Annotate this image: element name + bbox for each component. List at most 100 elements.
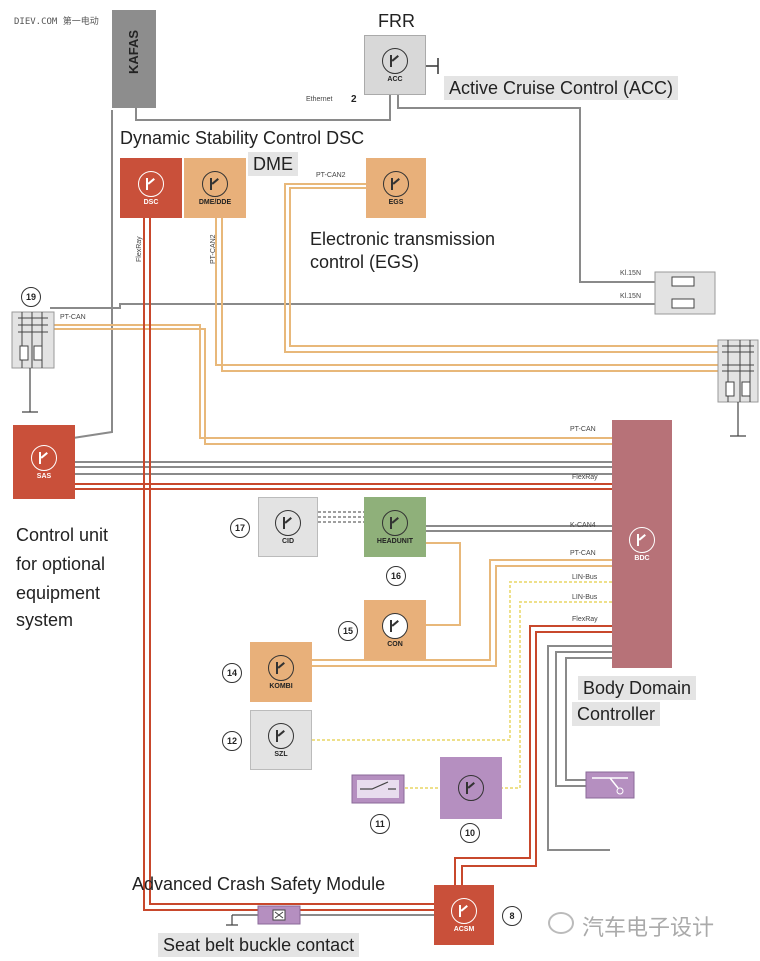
flexray-acsm-label: FlexRay	[572, 616, 598, 623]
egs-name: EGS	[388, 198, 404, 206]
kafas-label: KAFAS	[126, 29, 141, 74]
transistor-icon	[382, 509, 408, 536]
con-name: CON	[387, 640, 403, 648]
sas-description-3: equipment	[16, 583, 101, 603]
watermark: DIEV.COM 第一电动	[14, 17, 99, 27]
ethernet-label: Ethernet	[306, 96, 333, 103]
badge-15: 15	[338, 621, 358, 641]
sas-description-2: for optional	[16, 554, 106, 574]
controller-knob-icon	[382, 612, 408, 639]
badge-17: 17	[230, 518, 250, 538]
connector-right	[717, 339, 759, 437]
badge-10: 10	[460, 823, 480, 843]
headunit-name: HEADUNIT	[376, 537, 414, 545]
dme-unit: DME/DDE	[184, 158, 246, 218]
pt-can-hu-label: PT-CAN	[570, 550, 596, 557]
pt-can2-bus	[215, 183, 720, 372]
badge-16: 16	[386, 566, 406, 586]
cid-headunit-link	[318, 511, 364, 523]
badge-19: 19	[21, 287, 41, 307]
pt-can-lower	[312, 542, 612, 667]
sas-description-4: system	[16, 610, 74, 630]
sas-unit: SAS	[13, 425, 75, 499]
pt-can-bdc-label: PT-CAN	[570, 426, 596, 433]
cid-name: CID	[281, 537, 295, 545]
dsc-unit: DSC	[120, 158, 182, 218]
connector-left	[11, 311, 55, 413]
kl15n-line-2	[50, 303, 660, 309]
switch-bdc	[585, 771, 635, 799]
pt-can2-egs-label: PT-CAN2	[316, 172, 346, 179]
sas-name: SAS	[36, 472, 52, 480]
acc-name: ACC	[387, 75, 403, 83]
sas-bdc-buses	[75, 461, 612, 490]
brand-watermark: 汽车电子设计	[582, 916, 715, 941]
transistor-icon	[138, 170, 164, 197]
badge-11: 11	[370, 814, 390, 834]
frr-heading: FRR	[378, 11, 415, 31]
bdc-unit: BDC	[612, 420, 672, 668]
acc-side-line	[426, 58, 439, 74]
con-unit: CON	[364, 600, 426, 660]
bdc-description-1: Body Domain	[578, 676, 697, 700]
kafas-unit	[112, 10, 156, 108]
acc-description: Active Cruise Control (ACC)	[444, 76, 679, 100]
dsc-name: DSC	[143, 198, 159, 206]
szl-unit: SZL	[250, 710, 312, 770]
ethernet-count: 2	[351, 94, 357, 105]
badge-12: 12	[222, 731, 242, 751]
transistor-icon	[383, 170, 409, 197]
dsc-description: Dynamic Stability Control DSC	[120, 128, 365, 148]
seatbelt-description: Seat belt buckle contact	[158, 933, 360, 957]
egs-description-1: Electronic transmission	[310, 229, 496, 249]
badge-8: 8	[502, 906, 522, 926]
dsc-flexray	[143, 218, 434, 911]
kl15n-label-2: Kl.15N	[620, 293, 642, 300]
headunit-unit: HEADUNIT	[364, 497, 426, 557]
acsm-unit: ACSM	[434, 885, 494, 945]
egs-unit: EGS	[366, 158, 426, 218]
kl15n-label-1: Kl.15N	[620, 270, 642, 277]
transistor-icon	[31, 444, 57, 471]
egs-description-2: control (EGS)	[310, 252, 420, 272]
acsm-name: ACSM	[453, 925, 475, 933]
lin-bus-label-2: LIN-Bus	[572, 594, 598, 601]
pt-can-left-label: PT-CAN	[60, 314, 86, 321]
wechat-icon	[548, 912, 574, 934]
acsm-description: Advanced Crash Safety Module	[132, 874, 386, 894]
seatbelt-switch	[226, 905, 301, 926]
transistor-icon	[451, 897, 477, 924]
k-can4	[426, 525, 612, 532]
transistor-icon	[275, 509, 301, 536]
transistor-icon	[268, 654, 294, 681]
cid-unit: CID	[258, 497, 318, 557]
kombi-unit: KOMBI	[250, 642, 312, 702]
kl15n-relay	[654, 271, 716, 315]
flexray-dsc-label: FlexRay	[136, 236, 143, 262]
ethernet-link	[59, 95, 391, 441]
transistor-icon	[458, 775, 484, 801]
flexray-bdc-label: FlexRay	[572, 474, 598, 481]
switch-11	[351, 774, 405, 804]
dme-description: DME	[248, 152, 298, 176]
bdc-name: BDC	[634, 554, 650, 562]
badge-14: 14	[222, 663, 242, 683]
sas-description-1: Control unit	[16, 525, 109, 545]
bdc-description-2: Controller	[572, 702, 661, 726]
transistor-icon	[629, 526, 655, 553]
transistor-icon	[382, 47, 408, 74]
pt-can2-dme-label: PT-CAN2	[210, 234, 217, 264]
bdc-switch-lines	[547, 645, 612, 851]
unit-10	[440, 757, 502, 819]
lin-bus-label-1: LIN-Bus	[572, 574, 598, 581]
transistor-icon	[202, 170, 228, 197]
acc-unit: ACC	[364, 35, 426, 95]
k-can4-label: K-CAN4	[570, 522, 596, 529]
pt-can-bus	[50, 324, 612, 445]
acc-kl15n-line	[397, 95, 660, 283]
kombi-name: KOMBI	[269, 682, 293, 690]
dme-name: DME/DDE	[198, 198, 232, 206]
acsm-flexray	[454, 625, 612, 885]
transistor-icon	[268, 722, 294, 749]
